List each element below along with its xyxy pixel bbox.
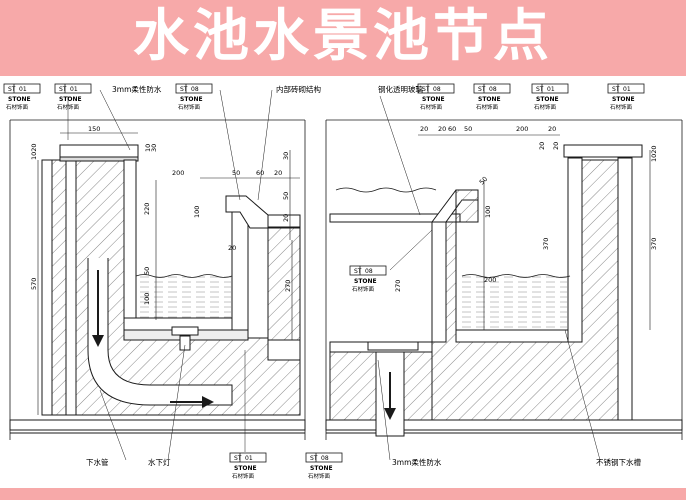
tag-left-1-number: 01 [19, 86, 27, 93]
tag-right-6-number: 08 [321, 455, 329, 462]
dim-left-10: 10 [144, 144, 152, 152]
title-banner: 水池水景池节点 [0, 0, 686, 76]
tag-right-5-number: 08 [365, 268, 373, 275]
tag-right-3-sublabel: 石材饰面 [534, 103, 557, 111]
bottom-banner-strip [0, 488, 686, 500]
tag-right-2-number: 08 [489, 86, 497, 93]
tag-left-1-code: ST [8, 86, 16, 93]
tag-right-3-label: STONE [536, 96, 559, 103]
dim-right-370a: 370 [542, 238, 550, 250]
tag-left-4-code: ST [234, 455, 242, 462]
dim-right-60: 60 [448, 125, 456, 133]
left-stone-tags [3, 83, 273, 463]
tag-right-4-code: ST [612, 86, 620, 93]
dim-left-50a: 50 [232, 169, 240, 177]
dim-left-220: 220 [143, 203, 151, 215]
dim-right-1020: 1020 [650, 145, 658, 162]
right-stone-tags [305, 83, 645, 463]
tag-right-1-label: STONE [422, 96, 445, 103]
callout-left-waterproof: 3mm柔性防水 [112, 84, 162, 94]
tag-right-4-number: 01 [623, 86, 631, 93]
callout-left-brick: 内部砖砌结构 [276, 84, 321, 94]
callout-drain-pipe: 下水管 [86, 457, 109, 467]
dim-right-20a: 20 [420, 125, 428, 133]
dim-right-50b: 50 [478, 175, 490, 187]
dim-right-50: 50 [464, 125, 472, 133]
dim-left-20b: 20 [228, 244, 236, 252]
callout-tempered-glass: 钢化透明玻璃 [378, 84, 423, 94]
tag-left-1-label: STONE [8, 96, 31, 103]
dim-left-150: 150 [88, 125, 100, 133]
page-title: 水池水景池节点 [133, 4, 553, 69]
tag-right-5-sublabel: 石材饰面 [352, 285, 375, 293]
tag-right-6-code: ST [310, 455, 318, 462]
tag-right-2-label: STONE [478, 96, 501, 103]
dim-left-1020: 1020 [30, 143, 38, 160]
tag-left-4-number: 01 [245, 455, 253, 462]
dim-left-20c: 20 [282, 214, 290, 222]
dim-left-100a: 100 [193, 206, 201, 218]
callout-steel-gutter: 不锈钢下水槽 [596, 457, 641, 467]
dim-left-20a: 20 [274, 169, 282, 177]
dim-right-20b: 20 [438, 125, 446, 133]
tag-right-5-code: ST [354, 268, 362, 275]
tag-left-4-sublabel: 石材饰面 [232, 472, 255, 480]
tag-right-6-label: STONE [310, 465, 333, 472]
callout-right-waterproof: 3mm柔性防水 [392, 457, 442, 467]
tag-left-4-label: STONE [234, 465, 257, 472]
dim-left-50b: 50 [282, 192, 290, 200]
dim-left-50c: 50 [143, 267, 151, 275]
tag-right-2-sublabel: 石材饰面 [476, 103, 499, 111]
tag-left-2-code: ST [59, 86, 67, 93]
tag-left-2-number: 01 [70, 86, 78, 93]
tag-left-3-number: 08 [191, 86, 199, 93]
dim-right-200b: 200 [484, 276, 496, 284]
tag-left-2-label: STONE [59, 96, 82, 103]
dim-left-30: 30 [282, 152, 290, 160]
right-section [325, 119, 683, 440]
dim-left-60: 60 [256, 169, 264, 177]
tag-right-1-sublabel: 石材饰面 [420, 103, 443, 111]
tag-right-1-number: 08 [433, 86, 441, 93]
tag-right-3-number: 01 [547, 86, 555, 93]
dim-right-20e: 20 [552, 142, 560, 150]
dim-left-100b: 100 [143, 293, 151, 305]
dim-right-370b: 370 [650, 238, 658, 250]
tag-left-3-code: ST [180, 86, 188, 93]
callout-underwater-light: 水下灯 [148, 457, 171, 467]
dim-left-200: 200 [172, 169, 184, 177]
tag-left-3-label: STONE [180, 96, 203, 103]
dim-right-20c: 20 [548, 125, 556, 133]
dim-left-570: 570 [30, 278, 38, 290]
tag-right-6-sublabel: 石材饰面 [308, 472, 331, 480]
dim-left-30b: 30 [150, 144, 158, 152]
tag-right-2-code: ST [478, 86, 486, 93]
tag-left-3-sublabel: 石材饰面 [178, 103, 201, 111]
tag-left-1-sublabel: 石材饰面 [6, 103, 29, 111]
dim-right-100: 100 [484, 206, 492, 218]
tag-right-5-label: STONE [354, 278, 377, 285]
tag-left-2-sublabel: 石材饰面 [57, 103, 80, 111]
dim-right-200: 200 [516, 125, 528, 133]
tag-right-3-code: ST [536, 86, 544, 93]
dim-left-270: 270 [284, 280, 292, 292]
tag-right-4-label: STONE [612, 96, 635, 103]
tag-right-4-sublabel: 石材饰面 [610, 103, 633, 111]
dim-right-20d: 20 [538, 142, 546, 150]
tag-right-1-code: ST [422, 86, 430, 93]
dim-right-270: 270 [394, 280, 402, 292]
left-section [9, 119, 306, 440]
